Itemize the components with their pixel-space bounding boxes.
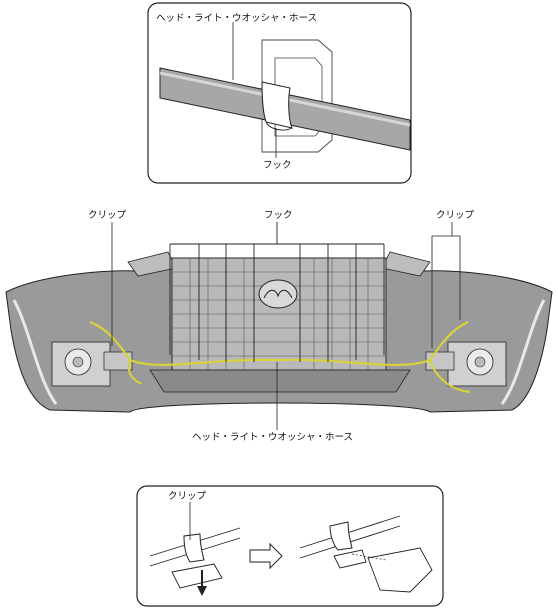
- bumper-main-view: クリップ フック クリップ ヘッド・ライト・ウオッシャ・ホース: [5, 210, 553, 443]
- washer-hose-left-branch: [127, 359, 143, 385]
- top-hook-label: フック: [263, 160, 292, 171]
- top-detail-panel: ヘッド・ライト・ウオッシャ・ホース フック: [147, 2, 412, 184]
- bumper-right-edge-highlight: [500, 299, 546, 405]
- left-washer-module: [51, 341, 133, 387]
- clip-before: [149, 527, 241, 596]
- bottom-detail-panel: クリップ: [136, 485, 444, 607]
- washer-hose-right-branch: [429, 359, 471, 393]
- clip-after: [299, 515, 433, 593]
- main-hose-label: ヘッド・ライト・ウオッシャ・ホース: [192, 432, 353, 443]
- top-hose-label: ヘッド・ライト・ウオッシャ・ホース: [156, 13, 317, 24]
- transition-arrow-icon: [249, 542, 283, 570]
- bumper-left-edge-highlight: [12, 299, 58, 405]
- emblem-wing: [263, 289, 293, 299]
- press-down-arrow: [197, 586, 207, 596]
- main-clip-right-label: クリップ: [436, 210, 475, 221]
- bottom-clip-label: クリップ: [168, 491, 207, 502]
- top-hook: [261, 81, 293, 129]
- hook-callout-lines: [169, 222, 385, 362]
- top-hook-lip: [265, 121, 293, 131]
- washer-hose: [89, 320, 469, 367]
- main-clip-left-label: クリップ: [88, 210, 127, 221]
- right-clip-leader: [431, 222, 461, 348]
- emblem: [258, 279, 298, 309]
- main-hook-label: フック: [264, 210, 293, 221]
- lower-intake: [149, 369, 411, 393]
